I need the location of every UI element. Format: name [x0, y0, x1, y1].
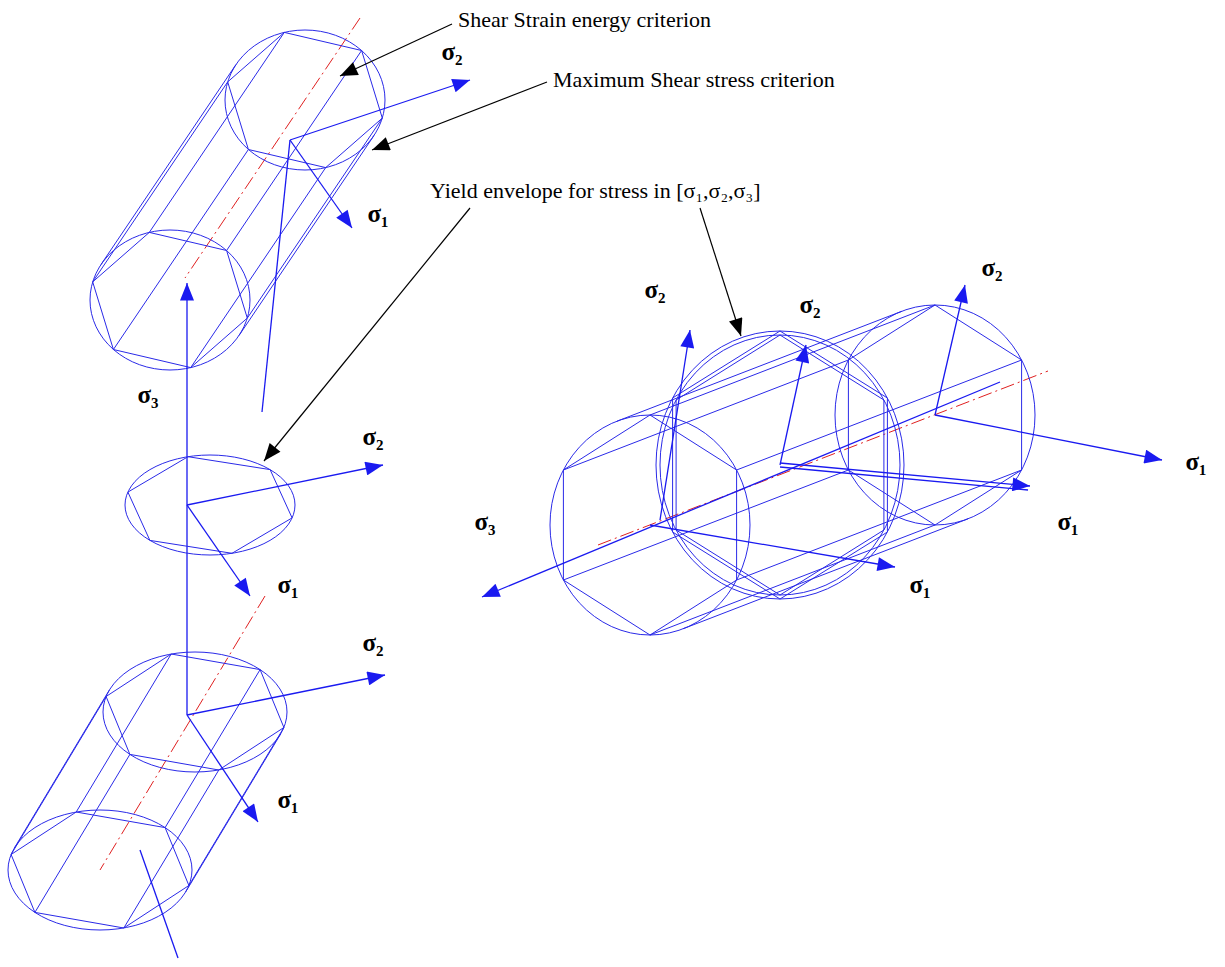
yield-envelope-hexagon [676, 335, 884, 595]
leader-arrow [264, 208, 470, 461]
stress-axis [780, 463, 1030, 486]
stress-axis [187, 675, 385, 715]
axis-label: σ₃ [137, 381, 158, 410]
stress-axis [290, 140, 352, 228]
stress-axis [660, 330, 690, 520]
yield-envelope-ring [656, 331, 904, 599]
axis-label: σ₃ [474, 508, 495, 537]
von-mises-section [125, 455, 295, 555]
axis-label: σ₂ [362, 423, 383, 452]
stress-axis [935, 285, 965, 415]
axis-label: σ₂ [362, 629, 383, 658]
stress-axis [780, 345, 806, 465]
leader-arrow [700, 208, 741, 336]
cylinder-generator [617, 311, 968, 629]
axis-line [140, 850, 178, 958]
tresca-section [228, 32, 383, 167]
prism-edge [11, 654, 284, 928]
stress-axis [187, 465, 383, 505]
axis-label: σ₁ [277, 571, 298, 600]
axis-label: σ₂ [799, 291, 820, 320]
cylinder-generator [14, 690, 280, 892]
tresca-section [106, 654, 284, 770]
hydrostatic-axis [598, 371, 1048, 545]
hydrostatic-axis [185, 18, 360, 278]
cylinder-generator [101, 65, 374, 336]
prism-edge [563, 305, 1021, 635]
axis-label: σ₁ [909, 571, 930, 600]
axis-line [262, 140, 290, 412]
stress-axis [186, 283, 187, 715]
yield-envelope-ring [660, 335, 900, 595]
callout-text: Yield envelope for stress in [σ₁,σ₂,σ₃] [430, 178, 760, 203]
axis-label: σ₂ [441, 38, 462, 67]
stress-axis [935, 415, 1162, 460]
stress-axis [187, 505, 250, 596]
callout-text: Maximum Shear stress criterion [553, 67, 835, 92]
axis-label: σ₂ [981, 254, 1002, 283]
leader-arrow [340, 24, 452, 76]
axis-label: σ₁ [1057, 508, 1078, 537]
tresca-section [93, 232, 248, 367]
stress-axis [187, 715, 258, 822]
axis-label: σ₁ [1185, 448, 1206, 477]
stress-axis [482, 382, 1000, 597]
stress-axis [290, 80, 470, 140]
axis-label: σ₁ [367, 200, 388, 229]
leader-arrow [372, 82, 547, 150]
yield-envelope-hexagon [673, 331, 888, 599]
prism-edge [93, 32, 383, 367]
stress-axis [650, 525, 895, 567]
axis-label: σ₁ [277, 786, 298, 815]
tresca-section [11, 812, 189, 928]
axis-label: σ₂ [644, 276, 665, 305]
callout-text: Shear Strain energy criterion [458, 7, 711, 32]
hydrostatic-axis [100, 596, 265, 870]
axis-line [780, 467, 1028, 490]
